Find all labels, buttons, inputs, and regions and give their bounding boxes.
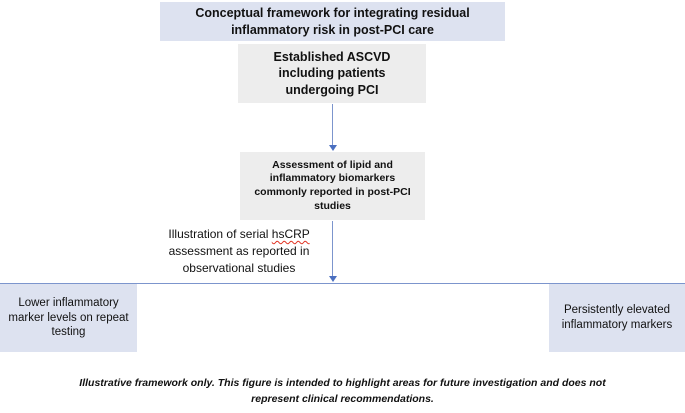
arrowhead-down-icon-1 bbox=[329, 145, 337, 151]
annotation-serial-hscrp: Illustration of serial hsCRP assessment … bbox=[146, 226, 332, 276]
connector-assessment-to-outcomes bbox=[332, 221, 333, 277]
node-assessment-biomarkers: Assessment of lipid and inflammatory bio… bbox=[240, 152, 425, 220]
annotation-misspelled-term: hsCRP bbox=[271, 227, 310, 241]
figure-footnote: Illustrative framework only. This figure… bbox=[79, 377, 606, 405]
arrowhead-down-icon-2 bbox=[329, 276, 337, 282]
node-persistently-elevated-markers: Persistently elevated inflammatory marke… bbox=[549, 284, 685, 352]
annotation-suffix: assessment as reported in observational … bbox=[168, 243, 310, 275]
annotation-prefix: Illustration of serial bbox=[168, 227, 272, 241]
connector-title-to-assessment bbox=[332, 104, 333, 146]
outcome-split-rail bbox=[0, 283, 685, 284]
node-established-ascvd: Established ASCVD including patients und… bbox=[238, 44, 426, 103]
figure-title-banner: Conceptual framework for integrating res… bbox=[160, 2, 505, 41]
node-lower-inflammatory-markers: Lower inflammatory marker levels on repe… bbox=[0, 284, 137, 352]
